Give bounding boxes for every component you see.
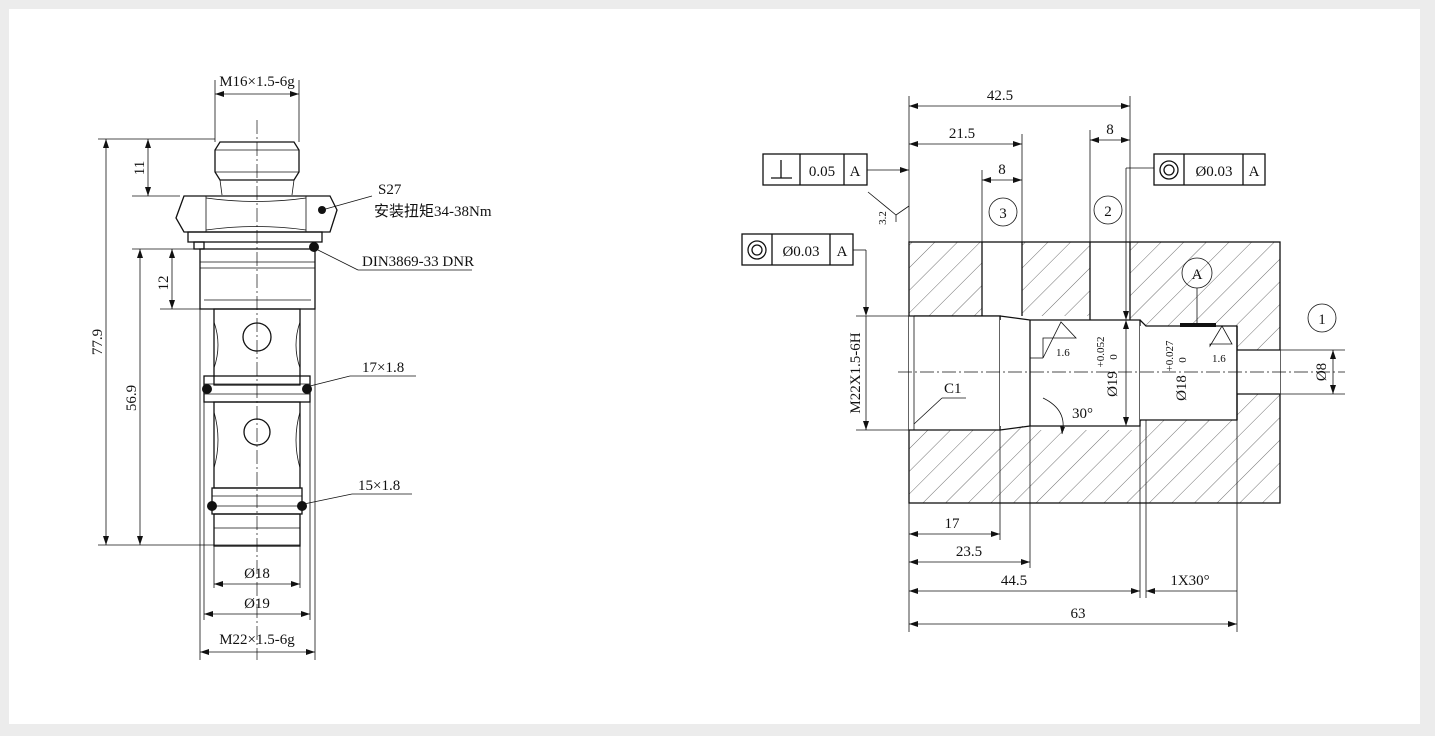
cavity-section-view: 42.5 21.5 8 8 0.05 A 3.2 Ø0.03 A <box>741 88 1345 632</box>
roughness-bore: 1.6 <box>1056 347 1070 359</box>
dim-body-length: 56.9 <box>124 385 140 411</box>
oring-1-label: 17×1.8 <box>362 360 404 376</box>
port-dia-label: Ø8 <box>1314 363 1330 381</box>
dim-port3-pos: 21.5 <box>949 126 975 142</box>
tol-conc-top-datum: A <box>1249 164 1260 180</box>
dia-19-label: Ø19 <box>244 596 270 612</box>
angle-label: 30° <box>1072 406 1093 422</box>
dim-total-length: 77.9 <box>90 329 106 355</box>
thread-main-label: M22×1.5-6g <box>219 632 295 648</box>
port-2-label: 2 <box>1104 204 1112 220</box>
hex-size-label: S27 <box>378 182 402 198</box>
bore-18-label: Ø18 <box>1174 375 1190 401</box>
bore-19-tol-upper: +0.052 <box>1095 337 1107 368</box>
datum-a-label: A <box>1192 267 1203 283</box>
torque-label: 安装扭矩34-38Nm <box>374 203 492 220</box>
seal-std-label: DIN3869-33 DNR <box>362 254 474 270</box>
dim-44-5: 44.5 <box>1001 573 1027 589</box>
tol-conc-left-datum: A <box>837 244 848 260</box>
dim-63: 63 <box>1071 606 1086 622</box>
roughness-face: 3.2 <box>877 211 889 225</box>
port-3-label: 3 <box>999 206 1007 222</box>
bore-18-tol-lower: 0 <box>1177 357 1189 363</box>
bore-19-label: Ø19 <box>1105 371 1121 397</box>
tol-perp-value: 0.05 <box>809 164 835 180</box>
roughness-seat: 1.6 <box>1212 353 1226 365</box>
thread-cavity-label: M22X1.5-6H <box>848 332 864 413</box>
drawing-sheet: M16×1.5-6g 77.9 11 56.9 12 S27 安装扭矩34-38… <box>9 9 1420 724</box>
dim-port2-width: 8 <box>1106 122 1114 138</box>
dim-thread: 12 <box>156 276 172 291</box>
thread-top-label: M16×1.5-6g <box>219 74 295 90</box>
bore-19-tol-lower: 0 <box>1108 354 1120 360</box>
dim-top: 11 <box>132 161 148 175</box>
cartridge-valve-view: M16×1.5-6g 77.9 11 56.9 12 S27 安装扭矩34-38… <box>90 74 492 660</box>
tol-perp-datum: A <box>850 164 861 180</box>
dim-port3-width: 8 <box>998 162 1006 178</box>
dim-chamfer-end: 1X30° <box>1170 573 1209 589</box>
oring-2-label: 15×1.8 <box>358 478 400 494</box>
bore-18-tol-upper: +0.027 <box>1164 340 1176 371</box>
dia-18-label: Ø18 <box>244 566 270 582</box>
tol-conc-left-value: Ø0.03 <box>782 244 819 260</box>
dim-23-5: 23.5 <box>956 544 982 560</box>
tol-conc-top-value: Ø0.03 <box>1195 164 1232 180</box>
dim-17: 17 <box>945 516 961 532</box>
dim-overall-depth: 42.5 <box>987 88 1013 104</box>
technical-drawing: M16×1.5-6g 77.9 11 56.9 12 S27 安装扭矩34-38… <box>90 74 1345 660</box>
chamfer-label: C1 <box>944 381 962 397</box>
port-1-label: 1 <box>1318 312 1326 328</box>
